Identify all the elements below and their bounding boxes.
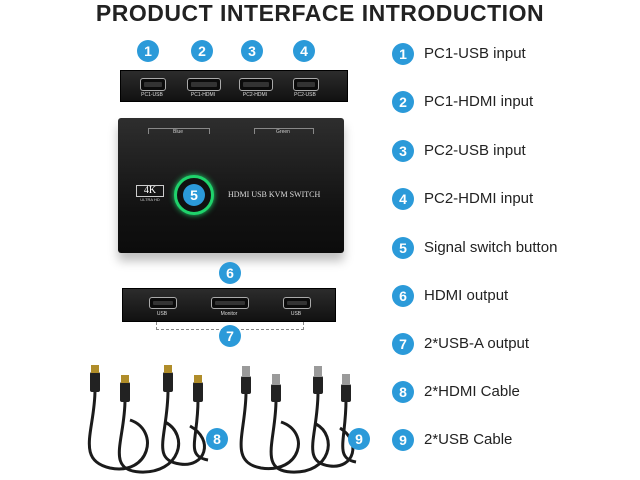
rear-panel: PC1-USB PC1-HDMI PC2-HDMI PC2-USB — [120, 70, 348, 102]
signal-switch-button: 5 — [174, 175, 214, 215]
legend-badge: 8 — [392, 381, 414, 403]
callout-badge-1: 1 — [137, 40, 159, 62]
legend-label: PC2-HDMI input — [424, 190, 534, 207]
port-label: USB — [290, 311, 302, 317]
legend-badge: 5 — [392, 237, 414, 259]
green-label: Green — [276, 129, 290, 135]
legend-label: Signal switch button — [424, 239, 558, 256]
ultrahd-text: ULTRA HD — [140, 197, 160, 202]
hdmi-port — [211, 297, 249, 309]
usb-cables-illustration — [239, 366, 357, 474]
callout-badge-2: 2 — [191, 40, 213, 62]
callout-badge-7: 7 — [219, 325, 241, 347]
legend-label: PC2-USB input — [424, 142, 526, 159]
port-label: PC2-USB — [294, 92, 316, 98]
legend-badge: 4 — [392, 188, 414, 210]
callout-badge-8: 8 — [206, 428, 228, 450]
green-bracket — [254, 128, 314, 134]
usb-port — [140, 78, 166, 91]
legend-label: PC1-USB input — [424, 45, 526, 62]
usb-port — [293, 78, 319, 91]
usb-port — [149, 297, 177, 309]
legend-badge: 2 — [392, 91, 414, 113]
legend-badge: 7 — [392, 333, 414, 355]
callout-badge-4: 4 — [293, 40, 315, 62]
port-label: USB — [156, 311, 168, 317]
legend-badge: 6 — [392, 285, 414, 307]
legend-badge: 1 — [392, 43, 414, 65]
port-label: PC1-HDMI — [190, 92, 216, 98]
legend-label: 2*USB Cable — [424, 431, 513, 448]
hdmi-port — [239, 78, 273, 91]
callout-badge-6: 6 — [219, 262, 241, 284]
legend-label: PC1-HDMI input — [424, 93, 534, 110]
legend-label: HDMI output — [424, 287, 509, 304]
front-panel: USB Monitor USB — [122, 288, 336, 322]
hdmi-port — [187, 78, 221, 91]
4k-logo: 4K ULTRA HD — [136, 185, 164, 202]
callout-badge-5: 5 — [183, 184, 205, 206]
legend-label: 2*USB-A output — [424, 335, 530, 352]
blue-label: Blue — [172, 129, 183, 135]
model-name: HDMI USB KVM SWITCH — [228, 190, 321, 199]
usb-port — [283, 297, 311, 309]
page-title: PRODUCT INTERFACE INTRODUCTION — [95, 0, 545, 26]
4k-text: 4K — [136, 185, 164, 197]
blue-bracket — [148, 128, 210, 134]
callout-badge-3: 3 — [241, 40, 263, 62]
legend-label: 2*HDMI Cable — [424, 383, 520, 400]
legend-badge: 9 — [392, 429, 414, 451]
port-label: Monitor — [220, 311, 238, 317]
legend-badge: 3 — [392, 140, 414, 162]
callout-badge-9: 9 — [348, 428, 370, 450]
hdmi-cables-illustration — [87, 365, 209, 474]
port-label: PC1-USB — [141, 92, 163, 98]
port-label: PC2-HDMI — [242, 92, 268, 98]
